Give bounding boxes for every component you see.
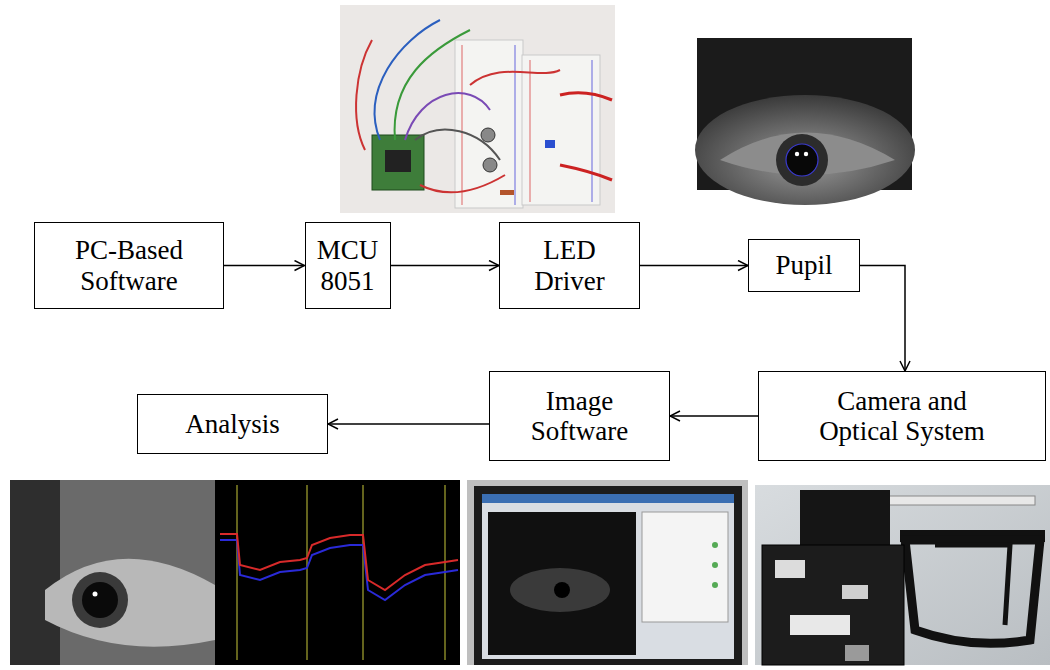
laptop-photo-part <box>642 512 728 622</box>
box-label: LED Driver <box>510 235 630 295</box>
circuit-photo-part <box>481 128 495 142</box>
laptop-photo <box>467 480 748 665</box>
flow-arrow <box>224 265 305 267</box>
circuit-photo-part <box>500 190 514 195</box>
eye-response-photo-part <box>72 572 128 628</box>
eye-photo-part <box>695 95 915 205</box>
eye-response-photo-part <box>10 480 460 665</box>
box-label: PC-Based Software <box>44 235 214 295</box>
circuit-photo <box>340 5 615 213</box>
eye-response-photo-part <box>220 540 458 600</box>
eye-response-photo-part <box>10 480 60 665</box>
laptop-photo-part <box>712 542 718 548</box>
eye-response-photo-part <box>45 559 215 647</box>
camera-glasses-photo <box>755 485 1050 665</box>
circuit-photo-part <box>560 93 612 100</box>
box-label: Analysis <box>185 409 280 439</box>
circuit-photo-part <box>545 140 555 148</box>
eye-response-photo-part <box>93 592 98 597</box>
camera-glasses-photo-part <box>762 545 904 665</box>
camera-glasses-photo-part <box>790 615 850 635</box>
flow-arrow <box>640 265 748 267</box>
laptop-photo-part <box>554 582 570 598</box>
circuit-photo-part <box>592 60 593 202</box>
laptop-photo-part <box>482 494 734 503</box>
eye-response-photo-part <box>10 480 215 665</box>
camera-glasses-photo-part <box>775 560 805 578</box>
laptop-photo-part <box>482 494 734 659</box>
camera-glasses-photo-part <box>842 585 868 599</box>
laptop-photo-part <box>510 568 610 612</box>
camera-glasses-photo-part <box>905 540 1040 643</box>
box-label: Pupil <box>775 250 832 280</box>
circuit-photo-part <box>483 158 497 172</box>
box-label: MCU 8051 <box>313 235 383 295</box>
eye-photo-part <box>776 134 828 186</box>
circuit-photo-part <box>530 60 531 202</box>
process-box: Image Software <box>489 371 670 461</box>
eye-photo-part <box>804 152 808 156</box>
camera-glasses-photo-part <box>935 545 1010 625</box>
flow-arrow <box>391 265 500 267</box>
circuit-photo-part <box>372 135 424 190</box>
flow-arrow <box>670 415 758 417</box>
process-box: MCU 8051 <box>305 222 391 309</box>
process-box: PC-Based Software <box>34 222 224 309</box>
circuit-photo-part <box>356 40 372 150</box>
camera-glasses-photo-part <box>845 645 869 661</box>
eye-response-photo-part <box>307 485 308 660</box>
laptop-photo-part <box>488 512 636 655</box>
box-label: Camera and Optical System <box>802 386 1002 446</box>
eye-response-photo-part <box>82 582 118 618</box>
laptop-photo-part <box>474 486 742 665</box>
laptop-photo-part <box>712 582 718 588</box>
circuit-photo-part <box>462 45 463 205</box>
box-label: Image Software <box>505 386 655 446</box>
process-box: Camera and Optical System <box>758 371 1046 461</box>
laptop-photo-part <box>712 562 718 568</box>
camera-glasses-photo-part <box>755 485 1050 665</box>
circuit-photo-part <box>560 165 612 180</box>
flow-arrow <box>328 423 489 425</box>
circuit-photo-part <box>405 93 490 140</box>
circuit-photo-part <box>515 45 516 205</box>
flow-arrow <box>860 266 905 372</box>
laptop-photo-part <box>467 480 748 665</box>
process-box: Analysis <box>137 394 328 454</box>
process-box: LED Driver <box>499 222 640 309</box>
eye-photo-part <box>795 152 799 156</box>
eye-response-photo-part <box>220 534 458 590</box>
process-box: Pupil <box>748 239 860 292</box>
circuit-photo-part <box>395 30 470 140</box>
circuit-photo-part <box>470 70 560 85</box>
circuit-photo-part <box>385 150 411 172</box>
circuit-photo-part <box>522 55 600 205</box>
circuit-photo-part <box>340 5 615 213</box>
camera-glasses-photo-part <box>800 490 890 545</box>
circuit-photo-part <box>420 175 505 192</box>
eye-response-photo-part <box>237 485 238 660</box>
eye-response-photo <box>10 480 460 665</box>
eye-photo <box>695 38 915 205</box>
eye-photo-part <box>786 144 818 176</box>
eye-response-photo-part <box>363 485 364 660</box>
